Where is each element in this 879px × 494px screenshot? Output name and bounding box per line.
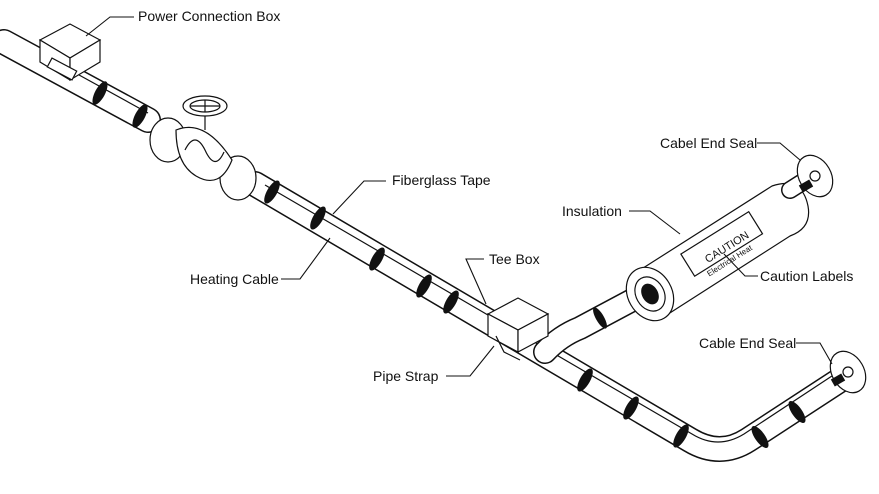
tee-box bbox=[486, 297, 550, 353]
caution-label bbox=[680, 210, 764, 277]
caution-labels-label: Caution Labels bbox=[760, 268, 854, 284]
cable-end-seal-label: Cable End Seal bbox=[699, 335, 797, 351]
cabel-end-seal-label: Cabel End Seal bbox=[660, 135, 758, 151]
insulation-label: Insulation bbox=[562, 203, 622, 219]
insulation bbox=[625, 182, 810, 322]
heating-cable-label: Heating Cable bbox=[190, 271, 279, 287]
tee-box-label: Tee Box bbox=[489, 251, 540, 267]
lower-cable-end-seal bbox=[829, 350, 867, 394]
upper-cable-end-seal bbox=[781, 154, 834, 199]
pipe-strap-label: Pipe Strap bbox=[373, 368, 439, 384]
pipe-strap bbox=[495, 335, 521, 361]
tape-bands bbox=[92, 81, 806, 449]
power-connection-box-label: Power Connection Box bbox=[138, 8, 281, 24]
fiberglass-tape-label: Fiberglass Tape bbox=[392, 172, 491, 188]
leader-lines bbox=[85, 16, 833, 377]
power-connection-box bbox=[38, 23, 102, 82]
main-pipe bbox=[0, 29, 853, 462]
valve bbox=[149, 95, 257, 201]
branch-pipe bbox=[533, 284, 652, 364]
